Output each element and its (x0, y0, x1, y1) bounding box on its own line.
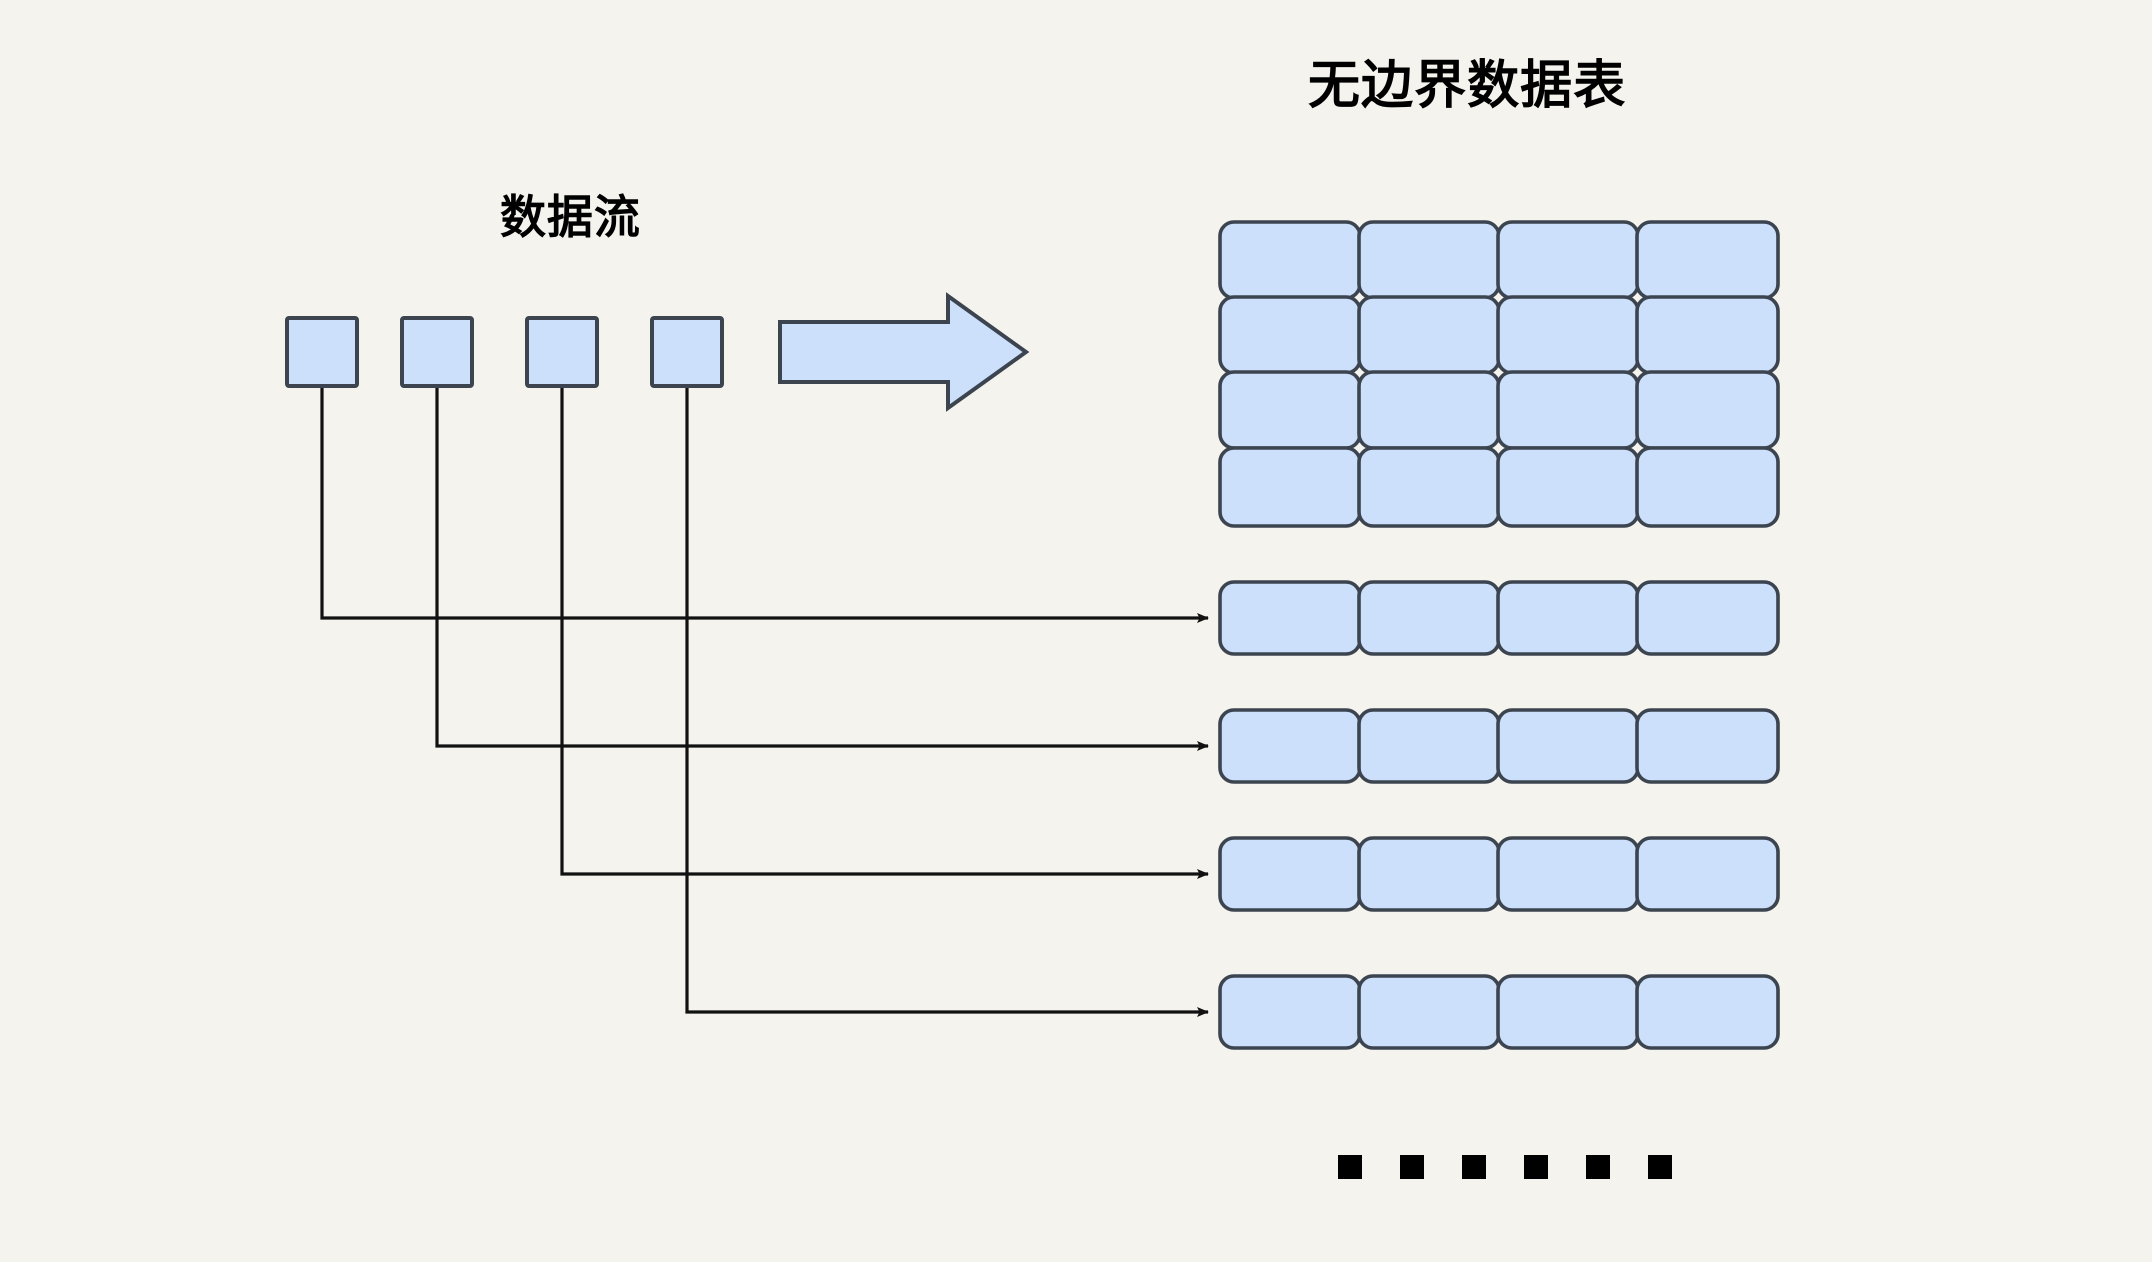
table-cell (1635, 220, 1780, 300)
table-cell (1635, 370, 1780, 450)
table-cell (1496, 580, 1640, 656)
unbounded-table-title: 无边界数据表 (1308, 57, 1627, 115)
table-cell (1218, 295, 1362, 375)
flow-arrow-group (778, 292, 1030, 412)
table-cell (1496, 295, 1640, 375)
table-cell (1357, 220, 1501, 300)
table-cell (1496, 370, 1640, 450)
table-cell (1218, 446, 1362, 528)
table-cell (1635, 708, 1780, 784)
table-cell (1635, 580, 1780, 656)
table-cell (1357, 974, 1501, 1050)
data-stream-title: 数据流 (500, 191, 641, 243)
table-cell (1218, 974, 1362, 1050)
table-cell (1496, 708, 1640, 784)
flow-arrow-right-icon (778, 292, 1030, 412)
table-cell (1496, 220, 1640, 300)
continuation-dot (1400, 1155, 1424, 1179)
table-cell (1496, 836, 1640, 912)
connector-stream-3-to-row-3 (560, 386, 1209, 879)
connector-group (320, 386, 1209, 1017)
table-cell (1635, 974, 1780, 1050)
table-appended-row (1218, 974, 1780, 1050)
table-cell (1635, 446, 1780, 528)
table-cell (1218, 708, 1362, 784)
connector-stream-4-to-row-4 (685, 386, 1209, 1017)
continuation-dot (1462, 1155, 1486, 1179)
table-header-block (1218, 220, 1780, 528)
table-cell (1218, 370, 1362, 450)
table-cell (1496, 446, 1640, 528)
stream-element-2 (400, 316, 474, 388)
table-cell (1635, 295, 1780, 375)
continuation-dot (1338, 1155, 1362, 1179)
table-cell (1357, 295, 1501, 375)
table-cell (1218, 580, 1362, 656)
stream-element-3 (525, 316, 599, 388)
table-cell (1635, 836, 1780, 912)
table-cell (1357, 836, 1501, 912)
table-cell (1218, 220, 1362, 300)
table-appended-row (1218, 708, 1780, 784)
connector-stream-1-to-row-1 (320, 386, 1209, 623)
connector-stream-2-to-row-2 (435, 386, 1209, 751)
stream-element-1 (285, 316, 359, 388)
continuation-dot (1586, 1155, 1610, 1179)
stream-element-group (285, 316, 724, 388)
continuation-dot (1648, 1155, 1672, 1179)
stream-element-4 (650, 316, 724, 388)
table-cell (1357, 370, 1501, 450)
table-cell (1357, 708, 1501, 784)
table-cell (1496, 974, 1640, 1050)
continuation-dots-group (1338, 1155, 1672, 1179)
table-appended-row (1218, 836, 1780, 912)
table-cell (1218, 836, 1362, 912)
table-cell (1357, 446, 1501, 528)
table-appended-row (1218, 580, 1780, 656)
table-cell (1357, 580, 1501, 656)
continuation-dot (1524, 1155, 1548, 1179)
